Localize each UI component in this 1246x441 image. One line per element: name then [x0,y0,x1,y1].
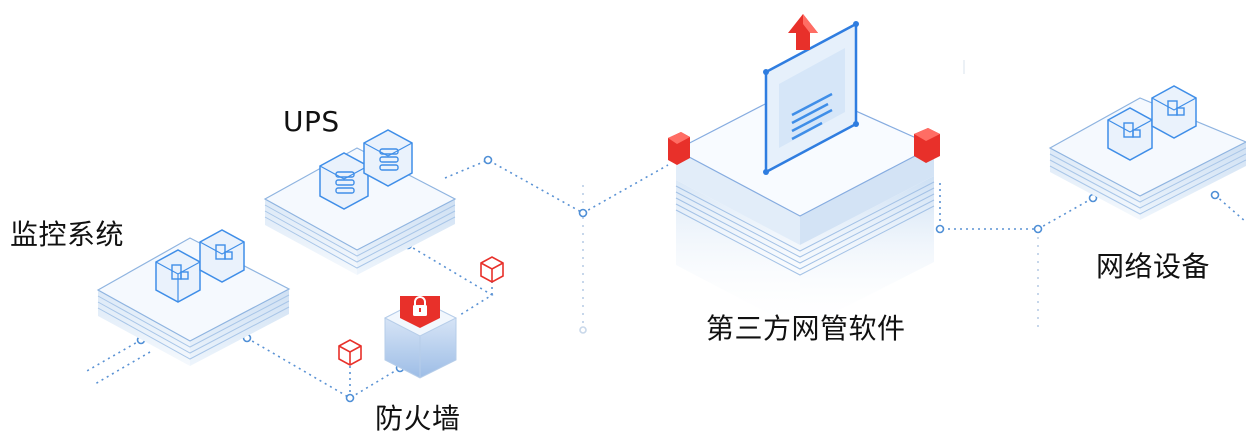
label-network-devices: 网络设备 [1096,250,1211,283]
line-ups-hub [444,159,584,214]
node-dot [579,326,587,334]
database-block-icon [363,129,413,187]
upload-arrow-icon [788,14,818,50]
line-monitoring-firewall [246,337,401,399]
corner-marker-icon [914,128,940,163]
ups-platform [263,129,457,275]
node-dot [578,208,588,218]
management-platform [668,14,965,330]
line-left-out-2 [94,351,151,385]
server-block-icon [1151,85,1197,139]
server-block-icon [199,229,245,283]
label-management-software: 第三方网管软件 [706,312,906,345]
label-firewall: 防火墙 [375,402,461,435]
node-dot [935,224,945,234]
cube-icon [480,256,504,283]
document-icon [763,21,859,175]
line-right-out [1214,194,1246,223]
line-hub-management [582,164,669,214]
database-block-icon [319,152,369,210]
node-dot [1033,224,1043,234]
firewall-block [383,296,458,379]
cube-icon [338,339,362,366]
node-dot [1210,190,1220,200]
node-dot [345,393,355,403]
monitoring-platform [96,229,291,366]
label-monitoring-system: 监控系统 [10,218,125,251]
line-left-out-1 [84,339,142,373]
server-block-icon [1107,107,1153,161]
network-platform [1048,85,1246,220]
lock-icon [400,296,440,328]
line-management-network [939,183,1094,230]
server-block-icon [155,249,201,303]
label-ups: UPS [283,105,340,138]
corner-marker-icon [668,132,690,165]
node-dot [483,155,493,165]
